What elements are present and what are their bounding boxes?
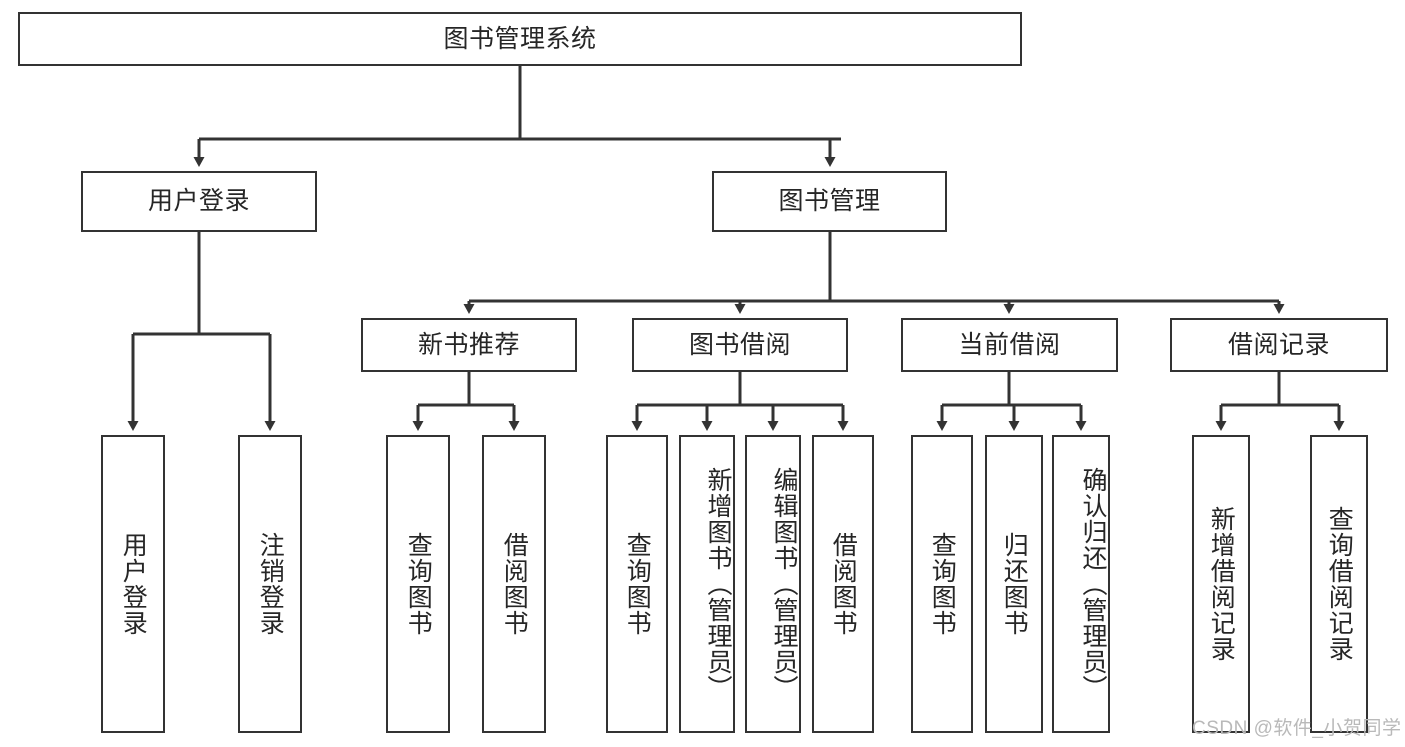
node-book-manage[interactable]: 图书管理 [712,171,947,232]
node-leaf-return-book[interactable]: 归还图书 [985,435,1043,733]
node-user-login-label: 用户登录 [147,187,250,216]
node-leaf-add-book[interactable]: 新增图书（管理员） [679,435,735,733]
node-leaf-user-logout-label: 注销登录 [256,532,285,636]
node-leaf-query-book-recommend[interactable]: 查询图书 [386,435,450,733]
node-leaf-confirm-return[interactable]: 确认归还（管理员） [1052,435,1110,733]
node-leaf-add-borrow-record[interactable]: 新增借阅记录 [1192,435,1250,733]
node-borrow-record-label: 借阅记录 [1227,330,1330,359]
node-leaf-query-book-recommend-label: 查询图书 [404,532,433,636]
node-root-label: 图书管理系统 [443,24,597,53]
node-book-borrow-label: 图书借阅 [688,330,791,359]
node-leaf-borrow-book-recommend-label: 借阅图书 [500,532,529,636]
node-user-login[interactable]: 用户登录 [81,171,317,232]
node-leaf-edit-book-label: 编辑图书（管理员） [770,467,798,701]
node-leaf-add-borrow-record-label: 新增借阅记录 [1207,506,1236,662]
node-leaf-return-book-label: 归还图书 [1000,532,1029,636]
node-leaf-borrow-book[interactable]: 借阅图书 [812,435,874,733]
node-leaf-user-logout[interactable]: 注销登录 [238,435,302,733]
node-new-book-recommend[interactable]: 新书推荐 [361,318,577,372]
node-new-book-recommend-label: 新书推荐 [417,330,520,359]
node-leaf-query-book-borrow-label: 查询图书 [623,532,652,636]
node-current-borrow-label: 当前借阅 [958,330,1061,359]
node-leaf-query-borrow-record-label: 查询借阅记录 [1325,506,1354,662]
node-leaf-query-book-current[interactable]: 查询图书 [911,435,973,733]
node-leaf-edit-book[interactable]: 编辑图书（管理员） [745,435,801,733]
node-leaf-borrow-book-label: 借阅图书 [829,532,858,636]
node-current-borrow[interactable]: 当前借阅 [901,318,1118,372]
node-leaf-user-login[interactable]: 用户登录 [101,435,165,733]
node-leaf-query-book-current-label: 查询图书 [928,532,957,636]
node-leaf-query-book-borrow[interactable]: 查询图书 [606,435,668,733]
node-leaf-user-login-label: 用户登录 [119,532,148,636]
node-book-manage-label: 图书管理 [778,187,881,216]
node-leaf-query-borrow-record[interactable]: 查询借阅记录 [1310,435,1368,733]
node-leaf-add-book-label: 新增图书（管理员） [704,467,732,701]
node-leaf-confirm-return-label: 确认归还（管理员） [1079,467,1107,701]
node-book-borrow[interactable]: 图书借阅 [632,318,848,372]
node-borrow-record[interactable]: 借阅记录 [1170,318,1388,372]
node-leaf-borrow-book-recommend[interactable]: 借阅图书 [482,435,546,733]
csdn-watermark: CSDN @软件_小贺同学 [1192,718,1402,739]
node-root[interactable]: 图书管理系统 [18,12,1022,66]
